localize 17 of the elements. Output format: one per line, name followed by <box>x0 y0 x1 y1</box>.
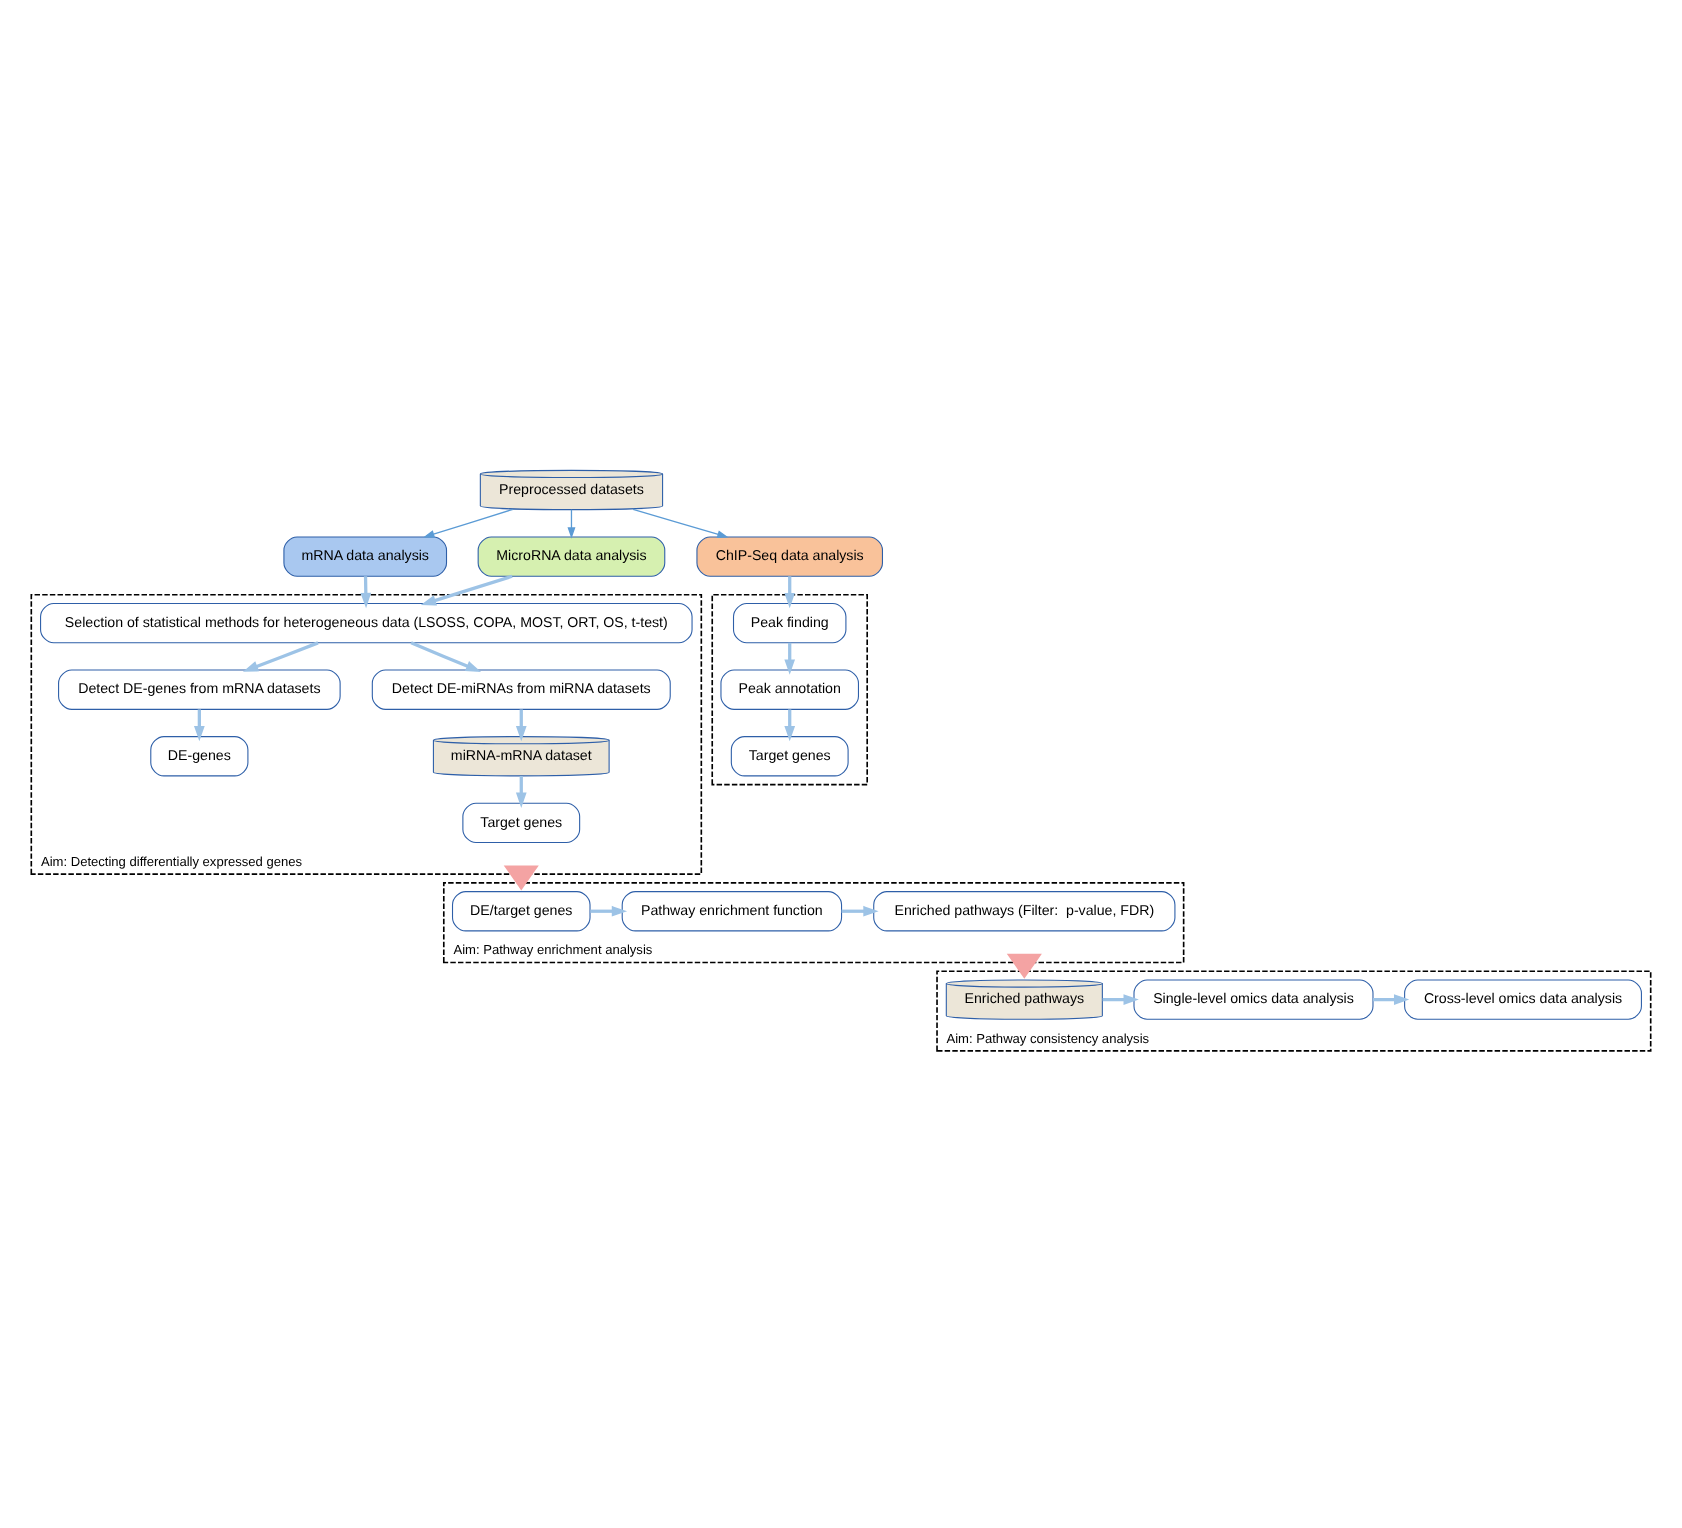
arrow <box>360 575 372 608</box>
arrow <box>515 775 527 807</box>
arrow <box>784 641 796 674</box>
arrow <box>420 573 513 605</box>
arrow <box>515 708 527 741</box>
arrow <box>242 640 319 671</box>
arrow <box>784 708 796 741</box>
arrow <box>503 864 539 890</box>
arrow <box>1373 993 1410 1004</box>
arrow <box>567 508 576 538</box>
arrow <box>410 640 482 671</box>
arrow <box>841 904 879 916</box>
arrow <box>1006 952 1042 978</box>
arrow <box>784 575 796 608</box>
arrow <box>590 904 628 916</box>
arrow <box>194 708 205 741</box>
arrow <box>1102 993 1139 1004</box>
